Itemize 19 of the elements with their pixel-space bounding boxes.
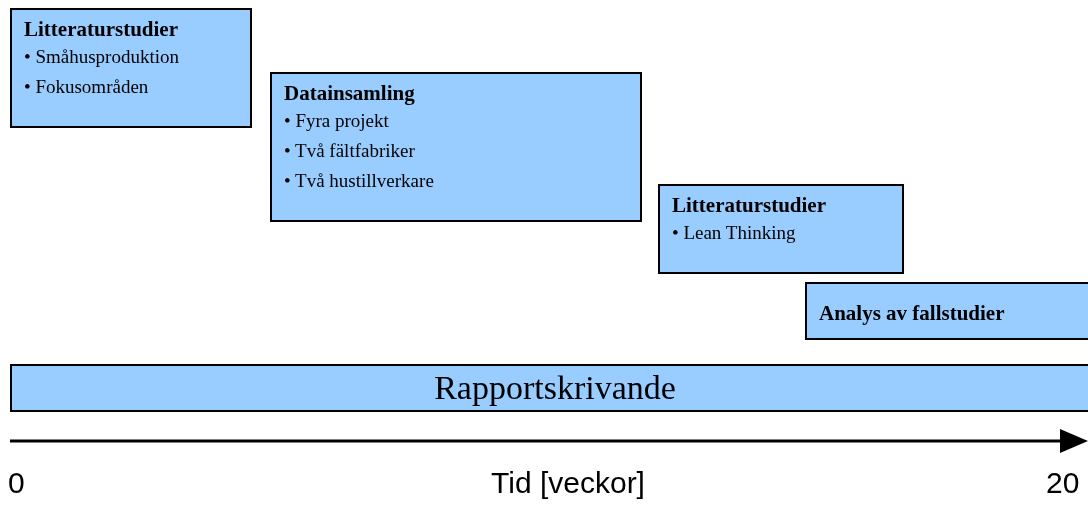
phase-title: Litteraturstudier [24,16,179,42]
bullet-item: • Lean Thinking [672,221,797,245]
phase-box [805,282,1088,340]
phase-box [10,8,252,128]
bar-label: Rapportskrivande [433,368,677,408]
bullet-item: • Två fältfabriker [284,139,416,163]
bullet-item: • Småhusproduktion [24,45,180,69]
report-bar [10,364,1088,412]
phase-title: Analys av fallstudier [819,300,1006,326]
phase-box [658,184,904,274]
bullet-item: • Fokusområden [24,75,150,99]
phase-title: Litteraturstudier [672,192,827,218]
tick-label: 20 [1046,466,1080,500]
axis-title: Tid [veckor] [491,466,645,500]
bullet-item: • Två hustillverkare [284,169,435,193]
phase-title: Datainsamling [284,80,416,106]
bullet-item: • Fyra projekt [284,109,390,133]
phase-box [270,72,642,222]
tick-label: 0 [8,466,25,500]
